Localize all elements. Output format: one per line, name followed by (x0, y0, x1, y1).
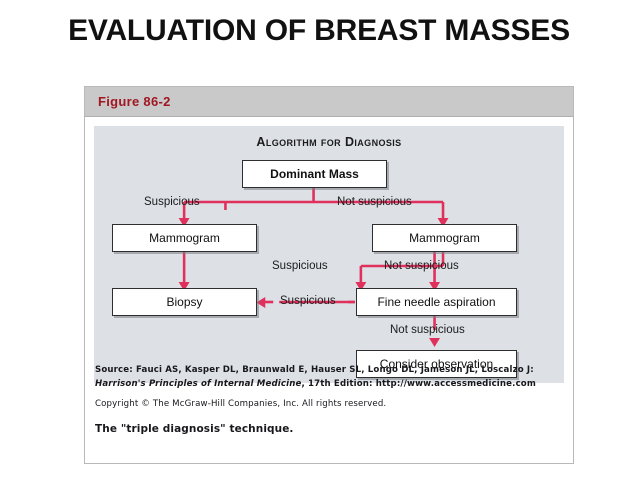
edge-label-not-suspicious-1: Not suspicious (337, 196, 412, 208)
edge-label-not-suspicious-2: Not suspicious (384, 260, 459, 272)
copyright-line: Copyright © The McGraw-Hill Companies, I… (95, 399, 387, 409)
source-line-1: Source: Fauci AS, Kasper DL, Braunwald E… (95, 365, 534, 375)
source-line-2: Harrison's Principles of Internal Medici… (95, 377, 563, 391)
figure-number-label: Figure 86-2 (98, 94, 171, 109)
figure-card: Figure 86-2 Algorithm for Diagnosis (84, 86, 574, 464)
figure-header: Figure 86-2 (85, 87, 573, 117)
node-fine-needle-aspiration[interactable]: Fine needle aspiration (356, 288, 517, 316)
edge-label-suspicious-1: Suspicious (144, 196, 200, 208)
edge-label-suspicious-3: Suspicious (280, 295, 336, 307)
node-mammogram-right[interactable]: Mammogram (372, 224, 517, 252)
edge-label-not-suspicious-3: Not suspicious (390, 324, 465, 336)
page-title: EVALUATION OF BREAST MASSES (68, 14, 570, 47)
node-dominant-mass[interactable]: Dominant Mass (242, 160, 387, 188)
node-mammogram-left[interactable]: Mammogram (112, 224, 257, 252)
edge-label-suspicious-2: Suspicious (272, 260, 328, 272)
node-consider-observation[interactable]: Consider observation (356, 350, 517, 378)
source-edition-url: , 17th Edition: http://www.accessmedicin… (301, 379, 536, 389)
diagram-panel: Algorithm for Diagnosis (94, 126, 564, 383)
figure-caption-text: The "triple diagnosis" technique. (95, 423, 294, 435)
diagram-title: Algorithm for Diagnosis (256, 135, 402, 149)
node-biopsy[interactable]: Biopsy (112, 288, 257, 316)
figure-caption-block: Source: Fauci AS, Kasper DL, Braunwald E… (95, 363, 563, 435)
source-publication-title: Harrison's Principles of Internal Medici… (95, 379, 302, 389)
